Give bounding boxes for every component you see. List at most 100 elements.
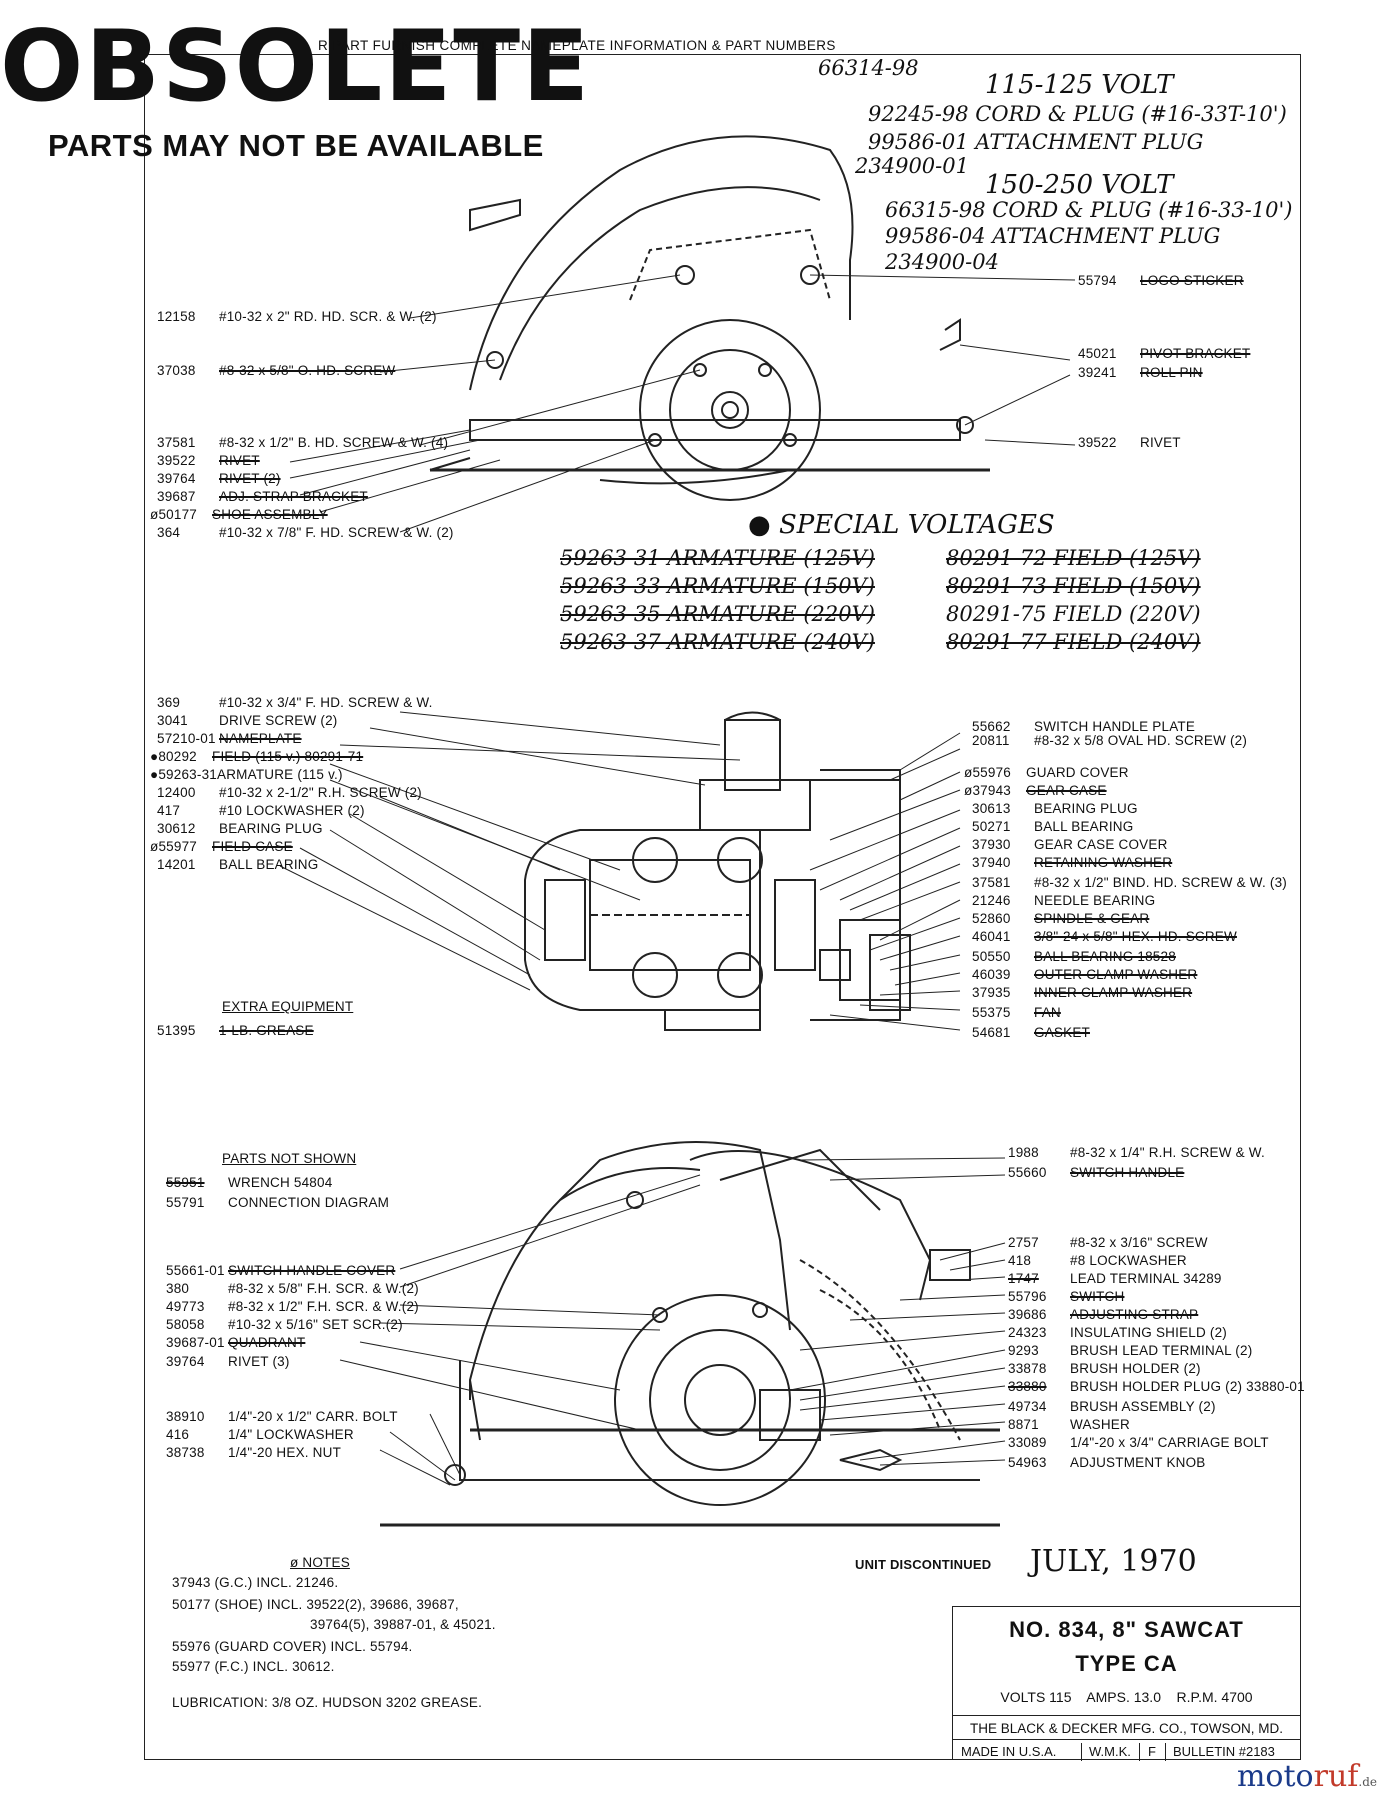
handwritten-note: 66314-98 bbox=[818, 56, 919, 80]
handwritten-note: 234900-01 bbox=[855, 154, 969, 178]
part-label: 417#10 LOCKWASHER (2) bbox=[157, 803, 365, 818]
motoruf-watermark: motoruf.de bbox=[1236, 1759, 1377, 1794]
handwritten-note: 150-250 VOLT bbox=[985, 170, 1174, 200]
title-block: NO. 834, 8" SAWCAT TYPE CA VOLTS 115 AMP… bbox=[952, 1606, 1301, 1761]
saw-side-view bbox=[429, 135, 990, 501]
part-label: 20811#8-32 x 5/8 OVAL HD. SCREW (2) bbox=[972, 733, 1248, 748]
handwritten-note: 99586-01 ATTACHMENT PLUG bbox=[868, 130, 1204, 154]
special-voltage-armature: 59263-37 ARMATURE (240V) bbox=[560, 630, 875, 654]
lubrication-note: LUBRICATION: 3/8 OZ. HUDSON 3202 GREASE. bbox=[172, 1695, 483, 1710]
special-voltage-field: 80291-77 FIELD (240V) bbox=[946, 630, 1201, 654]
drawing-frame bbox=[144, 54, 1301, 1760]
part-label: 12400#10-32 x 2-1/2" R.H. SCREW (2) bbox=[157, 785, 422, 800]
note-line: 55977 (F.C.) INCL. 30612. bbox=[172, 1659, 335, 1674]
part-label: 369#10-32 x 3/4" F. HD. SCREW & W. bbox=[157, 695, 433, 710]
part-label: 12158#10-32 x 2" RD. HD. SCR. & W. (2) bbox=[157, 309, 437, 324]
part-label: 418#8 LOCKWASHER bbox=[1008, 1253, 1187, 1268]
part-label: 37581#8-32 x 1/2" B. HD. SCREW & W. (4) bbox=[157, 435, 449, 450]
header-note: R PART FURNISH COMPLETE NAMEPLATE INFORM… bbox=[318, 38, 836, 53]
model-specs: VOLTS 115 AMPS. 13.0 R.P.M. 4700 bbox=[1000, 1689, 1253, 1705]
handwritten-note: 92245-98 CORD & PLUG (#16-33T-10') bbox=[868, 102, 1287, 126]
discontinued-date: JULY, 1970 bbox=[1030, 1544, 1197, 1579]
parts-not-shown-title: PARTS NOT SHOWN bbox=[222, 1151, 357, 1166]
extra-equipment-title: EXTRA EQUIPMENT bbox=[222, 999, 354, 1014]
handwritten-note: 115-125 VOLT bbox=[985, 70, 1174, 100]
part-label: 37038#8-32 x 5/8" O. HD. SCREW bbox=[157, 363, 396, 378]
special-voltage-armature: 59263-35 ARMATURE (220V) bbox=[560, 602, 875, 626]
notes-title: ø NOTES bbox=[290, 1555, 350, 1570]
discontinued-label: UNIT DISCONTINUED bbox=[855, 1557, 992, 1572]
note-line: 50177 (SHOE) INCL. 39522(2), 39686, 3968… bbox=[172, 1597, 459, 1612]
part-label: ●59263-31ARMATURE (115 v.) bbox=[150, 767, 343, 782]
handwritten-note: 234900-04 bbox=[885, 250, 999, 274]
note-line: 55976 (GUARD COVER) INCL. 55794. bbox=[172, 1639, 413, 1654]
obsolete-stamp: OBSOLETE bbox=[0, 10, 592, 124]
special-voltage-armature: 59263-33 ARMATURE (150V) bbox=[560, 574, 875, 598]
mid-leader-lines bbox=[279, 711, 961, 1031]
saw-cross-section bbox=[524, 711, 911, 1031]
special-voltage-field: 80291-75 FIELD (220V) bbox=[946, 602, 1201, 626]
part-label: 1988#8-32 x 1/4" R.H. SCREW & W. bbox=[1008, 1145, 1265, 1160]
part-label: 58058#10-32 x 5/16" SET SCR.(2) bbox=[166, 1317, 403, 1332]
obsolete-subtitle: PARTS MAY NOT BE AVAILABLE bbox=[48, 128, 544, 163]
model-name: NO. 834, 8" SAWCAT bbox=[1009, 1617, 1244, 1642]
top-leader-lines bbox=[289, 274, 1076, 533]
special-voltage-field: 80291-72 FIELD (125V) bbox=[946, 546, 1201, 570]
bottom-leader-lines bbox=[339, 1157, 1006, 1486]
handwritten-note: 99586-04 ATTACHMENT PLUG bbox=[885, 224, 1221, 248]
manufacturer: THE BLACK & DECKER MFG. CO., TOWSON, MD. bbox=[969, 1721, 1284, 1736]
saw-front-view bbox=[380, 1141, 1000, 1527]
part-label: 49773#8-32 x 1/2" F.H. SCR. & W.(2) bbox=[166, 1299, 419, 1314]
made-in: MADE IN U.S.A. bbox=[961, 1744, 1057, 1759]
initials: W.M.K. bbox=[1089, 1744, 1131, 1759]
part-label: 380#8-32 x 5/8" F.H. SCR. & W.(2) bbox=[166, 1281, 419, 1296]
part-label: 364#10-32 x 7/8" F. HD. SCREW & W. (2) bbox=[157, 525, 454, 540]
revision: F bbox=[1148, 1744, 1156, 1759]
part-label: 37581#8-32 x 1/2" BIND. HD. SCREW & W. (… bbox=[972, 875, 1287, 890]
